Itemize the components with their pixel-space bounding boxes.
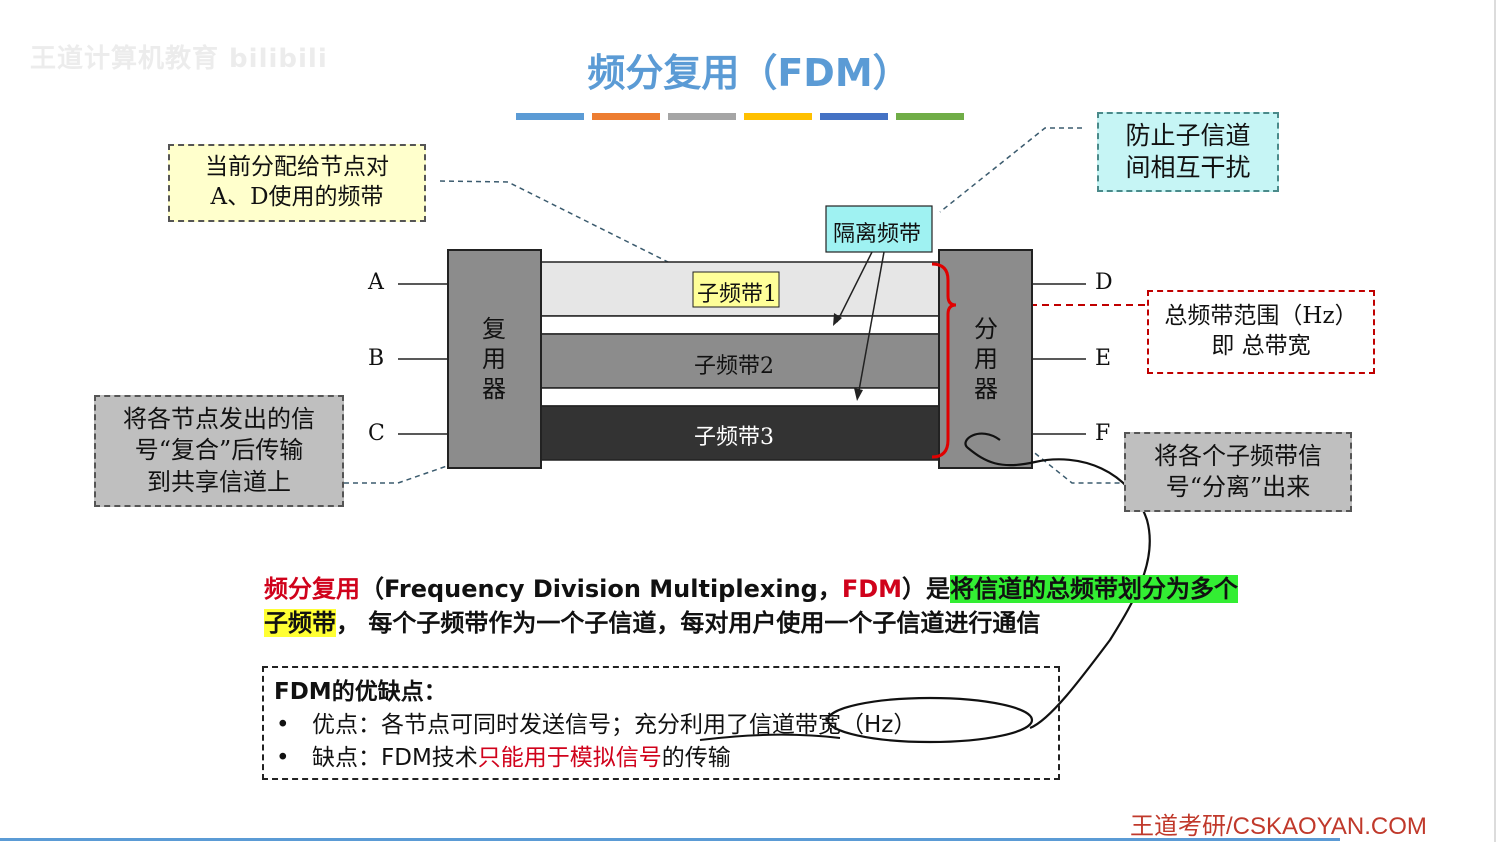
callout-range-line2: 即 总带宽 bbox=[1211, 333, 1311, 359]
total-band-bracket bbox=[931, 262, 957, 459]
output-label-e: E bbox=[1095, 346, 1112, 371]
pros-line: • 优点：各节点可同时发送信号；充分利用了信道带宽（Hz） bbox=[274, 709, 1048, 742]
demultiplexer-label: 分 用 器 bbox=[971, 314, 1001, 404]
demux-char-2: 用 bbox=[974, 345, 998, 373]
callout-ad-line2: A、D使用的频带 bbox=[210, 184, 384, 210]
pros-cons-heading: FDM的优缺点： bbox=[274, 679, 447, 705]
sub-band-3-label: 子频带3 bbox=[694, 425, 774, 450]
mux-char-1: 复 bbox=[482, 315, 506, 343]
callout-split-line2: 号“分离”出来 bbox=[1165, 473, 1311, 501]
title-color-bar-1 bbox=[516, 113, 584, 120]
callout-combine-line3: 到共享信道上 bbox=[147, 467, 291, 496]
demux-char-3: 器 bbox=[974, 375, 998, 403]
pros-cons-box: FDM的优缺点： • 优点：各节点可同时发送信号；充分利用了信道带宽（Hz） • 缺… bbox=[262, 666, 1060, 780]
pen-annotation-ellipse bbox=[826, 696, 1034, 744]
sub-band-1-label: 子频带1 bbox=[697, 282, 777, 307]
callout-combine-line2: 号“复合”后传输 bbox=[134, 436, 304, 465]
definition-english: Frequency Division Multiplexing， bbox=[384, 575, 842, 603]
definition-abbr: FDM bbox=[841, 575, 903, 603]
input-label-a: A bbox=[368, 270, 384, 295]
callout-split: 将各个子频带信 号“分离”出来 bbox=[1124, 432, 1352, 512]
sub-band-1-label-bg bbox=[692, 271, 780, 308]
sub-band-3 bbox=[540, 405, 940, 461]
cons-text-end: 的传输 bbox=[661, 745, 731, 771]
bottom-accent-line bbox=[0, 838, 1340, 841]
pros-label: 优点： bbox=[312, 712, 381, 738]
title-color-bar-6 bbox=[896, 113, 964, 120]
title-color-bar-3 bbox=[668, 113, 736, 120]
prevent-callout-leader bbox=[939, 127, 1082, 213]
footer-brand: 王道考研/CSKAOYAN.COM bbox=[1130, 813, 1427, 840]
pen-annotation-underline bbox=[699, 733, 841, 741]
callout-total-range: 总频带范围（Hz） 即 总带宽 bbox=[1147, 290, 1375, 374]
slide-title: 频分复用（FDM） bbox=[587, 51, 911, 95]
guard-arrow-1 bbox=[836, 251, 873, 323]
definition-highlight-green: 将信道的总频带划分为多个 bbox=[950, 575, 1239, 603]
callout-combine-line1: 将各节点发出的信 bbox=[123, 405, 315, 434]
definition-highlight-yellow: 子频带 bbox=[264, 609, 336, 637]
callout-ad-band: 当前分配给节点对 A、D使用的频带 bbox=[168, 144, 426, 222]
sub-band-2-label: 子频带2 bbox=[694, 354, 774, 379]
callout-split-line1: 将各个子频带信 bbox=[1154, 441, 1322, 470]
output-label-d: D bbox=[1095, 270, 1113, 295]
cons-line: • 缺点：FDM技术只能用于模拟信号的传输 bbox=[274, 742, 1048, 775]
multiplexer-box bbox=[447, 249, 542, 469]
guard-band-2 bbox=[540, 387, 940, 407]
output-label-f: F bbox=[1095, 421, 1111, 446]
window-edge bbox=[1494, 0, 1496, 842]
pros-text: 各节点可同时发送信号；充分利用了信道带宽（Hz） bbox=[381, 712, 917, 738]
callout-prevent-line2: 间相互干扰 bbox=[1125, 153, 1251, 182]
guard-arrow-2 bbox=[857, 251, 885, 397]
callout-combine: 将各节点发出的信 号“复合”后传输 到共享信道上 bbox=[94, 395, 344, 507]
callout-range-line1: 总频带范围（Hz） bbox=[1164, 303, 1358, 330]
cons-bullet: • bbox=[276, 745, 290, 771]
guard-band-label-bg bbox=[825, 205, 933, 253]
title-color-bar-4 bbox=[744, 113, 812, 120]
guard-arrowhead-1 bbox=[833, 313, 842, 326]
cons-label: 缺点： bbox=[312, 745, 381, 771]
ad-callout-leader bbox=[439, 180, 691, 274]
definition-paren-close: ）是 bbox=[902, 575, 951, 603]
input-label-c: C bbox=[368, 421, 385, 446]
combine-callout-leader bbox=[344, 457, 471, 484]
demultiplexer-box bbox=[938, 249, 1033, 469]
mux-char-3: 器 bbox=[482, 375, 506, 403]
callout-prevent-interference: 防止子信道 间相互干扰 bbox=[1097, 112, 1279, 192]
demux-char-1: 分 bbox=[974, 315, 998, 343]
mux-char-2: 用 bbox=[482, 345, 506, 373]
multiplexer-label: 复 用 器 bbox=[479, 314, 509, 404]
definition-term: 频分复用 bbox=[264, 575, 360, 603]
cons-text-red: 只能用于模拟信号 bbox=[477, 745, 662, 771]
input-label-b: B bbox=[368, 346, 385, 371]
callout-prevent-line1: 防止子信道 bbox=[1125, 120, 1251, 150]
callout-ad-line1: 当前分配给节点对 bbox=[205, 154, 389, 181]
pros-bullet: • bbox=[276, 712, 290, 738]
watermark: 王道计算机教育 bilibili bbox=[30, 44, 328, 74]
definition-paren-open: （ bbox=[360, 575, 384, 603]
title-color-bar-5 bbox=[820, 113, 888, 120]
title-color-bar-2 bbox=[592, 113, 660, 120]
guard-band-label: 隔离频带 bbox=[833, 222, 922, 247]
cons-text: FDM技术 bbox=[381, 745, 478, 771]
guard-arrowhead-2 bbox=[854, 388, 863, 401]
definition-rest: ， 每个子频带作为一个子信道，每对用户使用一个子信道进行通信 bbox=[336, 609, 1041, 637]
fdm-definition: 频分复用（Frequency Division Multiplexing，FDM… bbox=[264, 572, 1264, 640]
guard-band-1 bbox=[540, 315, 940, 335]
